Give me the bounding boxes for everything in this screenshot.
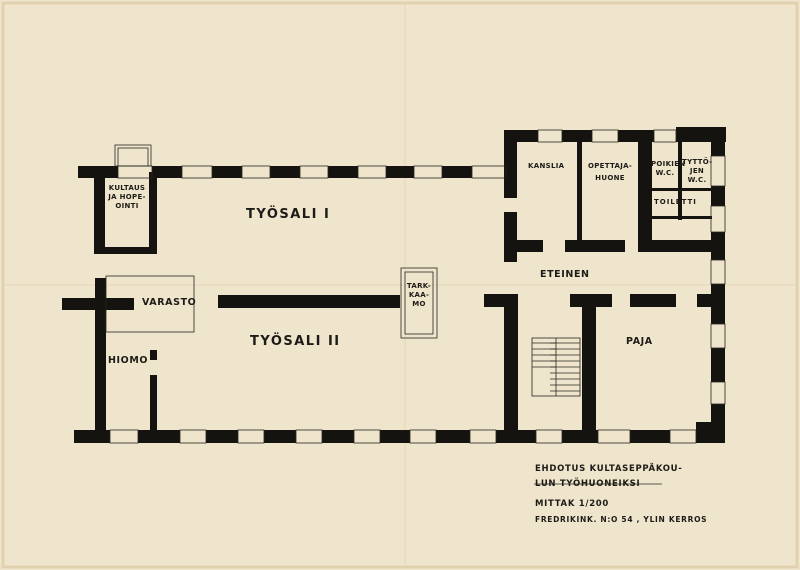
room-label-varasto: VARASTO — [142, 297, 197, 308]
room-label-poikien-wc-line2: W.C. — [655, 168, 675, 177]
room-label-kanslia: KANSLIA — [528, 162, 565, 170]
room-label-tyttojen-wc-line2: JEN — [689, 166, 705, 175]
room-label-kultaus: KULTAUS JA HOPE- OINTI — [106, 184, 148, 210]
room-label-tarkkaamo-line2: KAA- — [408, 290, 430, 299]
corridor-walls — [484, 294, 713, 430]
room-label-poikien-wc-line1: POIKIEN — [651, 160, 686, 168]
floor-plan — [62, 127, 726, 443]
room-label-tarkkaamo-line1: TARK- — [406, 282, 432, 290]
room-label-toiletti: TOILETTI — [654, 198, 697, 206]
room-label-eteinen: ETEINEN — [540, 269, 590, 280]
room-label-kultaus-line1: KULTAUS — [108, 184, 146, 192]
room-label-tyttojen-wc-line1: TYTTÖ- — [682, 158, 713, 166]
title-block-address: FREDRIKINK. N:O 54 , YLIN KERROS — [535, 515, 708, 524]
room-label-tyttojen-wc: TYTTÖ- JEN W.C. — [682, 158, 712, 184]
room-label-tyosali-1: TYÖSALI I — [246, 207, 331, 222]
central-partition — [218, 295, 400, 308]
room-label-paja: PAJA — [626, 336, 653, 347]
room-label-kultaus-line2: JA HOPE- — [108, 192, 146, 201]
right-left-wall — [504, 130, 518, 443]
room-label-hiomo: HIOMO — [108, 355, 149, 366]
room-label-poikien-wc: POIKIEN W.C. — [651, 160, 686, 178]
room-label-opettajahuone-line1: OPETTAJA- — [587, 162, 633, 170]
right-outer-wall — [711, 130, 725, 443]
room-label-kultaus-line3: OINTI — [115, 201, 139, 210]
kultaus-room-walls — [94, 172, 157, 254]
staircase — [531, 337, 581, 397]
room-label-tyttojen-wc-line3: W.C. — [687, 175, 707, 184]
room-label-opettajahuone-line2: HUONE — [595, 173, 625, 182]
room-label-tarkkaamo-line3: MO — [412, 299, 426, 308]
room-label-tarkkaamo: TARK- KAA- MO — [402, 282, 436, 308]
title-block-line2: LUN TYÖHUONEIKSI — [535, 479, 641, 489]
title-block-line1: EHDOTUS KULTASEPPÄKOU- — [535, 464, 683, 474]
left-wall — [95, 278, 106, 434]
window-outlines — [105, 129, 726, 444]
room-label-opettajahuone: OPETTAJA- HUONE — [584, 162, 636, 183]
office-walls — [517, 140, 714, 252]
title-block-scale: MITTAK 1/200 — [535, 499, 610, 509]
room-label-tyosali-2: TYÖSALI II — [250, 334, 341, 349]
top-wall-left — [78, 166, 472, 178]
varasto-walls — [62, 298, 157, 432]
